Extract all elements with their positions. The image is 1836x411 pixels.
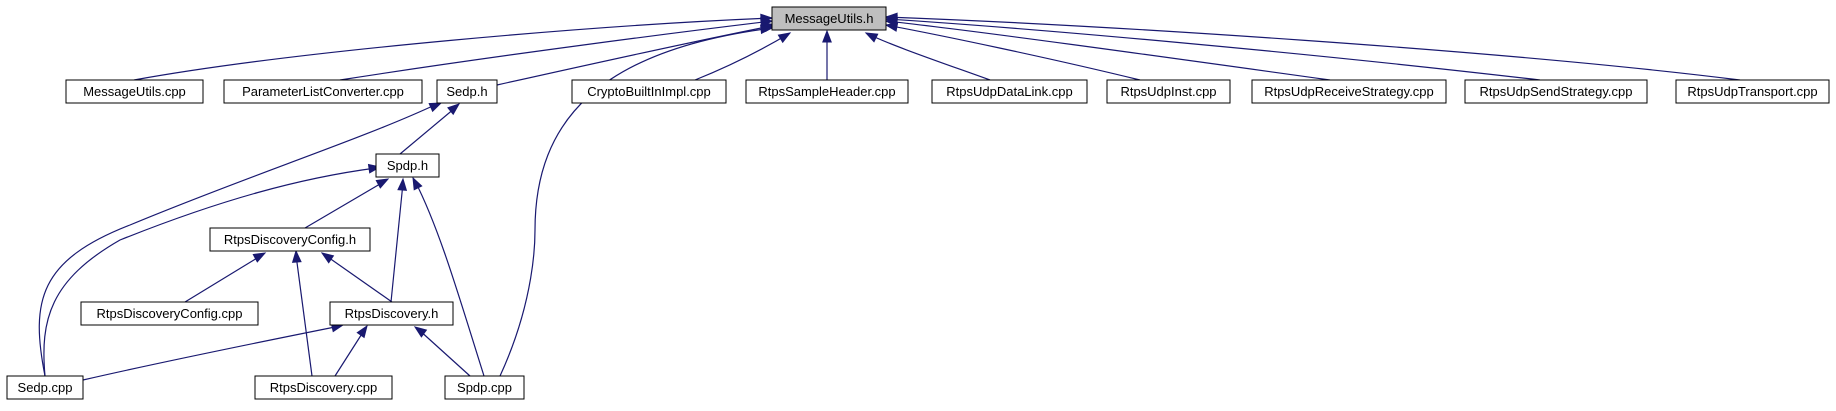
edge-messageutils-cpp: [133, 17, 773, 81]
edge-rtpsudpreceivestrategy-cpp: [885, 20, 1331, 81]
node-label: RtpsSampleHeader.cpp: [758, 84, 895, 99]
edge-rtpsdiscovery-h-spdp-h: [390, 182, 404, 303]
node-label: ParameterListConverter.cpp: [242, 84, 404, 99]
node-box: [436, 79, 498, 104]
edge-spdp-cpp-spdp-h-arrowhead: [412, 176, 423, 191]
edge-rtpsdiscoveryconfig-h-spdp-h-arrowhead: [375, 178, 390, 189]
node-label: RtpsUdpReceiveStrategy.cpp: [1264, 84, 1434, 99]
node-box: [1106, 79, 1231, 104]
edge-spdp-cpp-root: [499, 27, 773, 377]
node-messageutils-cpp[interactable]: MessageUtils.cpp: [65, 79, 204, 104]
node-label: CryptoBuiltInImpl.cpp: [587, 84, 711, 99]
graph-edges: [38, 12, 1741, 381]
node-label: MessageUtils.cpp: [83, 84, 186, 99]
node-label: RtpsDiscoveryConfig.h: [224, 232, 356, 247]
graph-nodes: MessageUtils.h MessageUtils.cpp Paramete…: [6, 6, 1830, 400]
edge-rtpsdiscoveryconfig-h-spdp-h: [304, 180, 386, 229]
edge-cryptobuiltinimpl-cpp-arrowhead: [777, 32, 792, 44]
edge-rtpsudpdatalink-cpp-arrowhead: [864, 32, 879, 43]
node-rtpsudpinst-cpp[interactable]: RtpsUdpInst.cpp: [1106, 79, 1231, 104]
node-rtpsdiscoveryconfig-h[interactable]: RtpsDiscoveryConfig.h: [209, 227, 371, 252]
node-parameterlistconverter-cpp[interactable]: ParameterListConverter.cpp: [223, 79, 423, 104]
edge-spdp-cpp-spdp-h: [414, 180, 485, 377]
node-box: [1675, 79, 1830, 104]
node-messageutils-h[interactable]: MessageUtils.h: [771, 6, 887, 31]
node-box: [571, 79, 727, 104]
edge-spdp-h-sedp-h: [399, 107, 456, 155]
edge-rtpssampleheader-cpp-arrowhead: [822, 29, 832, 43]
node-label: Sedp.h: [446, 84, 487, 99]
node-label: RtpsUdpTransport.cpp: [1687, 84, 1817, 99]
edge-sedp-h: [496, 24, 777, 86]
edge-rtpsdiscovery-cpp-cfg-arrowhead: [291, 249, 302, 263]
node-spdp-cpp[interactable]: Spdp.cpp: [444, 375, 525, 400]
edge-spdp-cpp-root-arrowhead: [760, 24, 774, 35]
edge-rtpsdiscovery-h-spdp-h-arrowhead: [397, 177, 408, 191]
node-label: RtpsDiscoveryConfig.cpp: [97, 306, 243, 321]
node-rtpsudpdatalink-cpp[interactable]: RtpsUdpDataLink.cpp: [931, 79, 1088, 104]
node-box: [209, 227, 371, 252]
edge-sedp-cpp-rtpsdiscovery-h: [82, 325, 341, 381]
node-box: [80, 301, 259, 326]
edge-rtpsdiscovery-cpp-cfg: [295, 254, 313, 377]
edge-rtpsdiscoveryconfig-cpp-cfg-arrowhead: [252, 252, 267, 263]
node-label: MessageUtils.h: [785, 11, 874, 26]
node-rtpsudpsendstrategy-cpp[interactable]: RtpsUdpSendStrategy.cpp: [1464, 79, 1648, 104]
edge-sedp-cpp-sedp-h: [38, 103, 438, 377]
edge-rtpsudptransport-cpp-arrowhead: [884, 12, 898, 23]
node-label: Sedp.cpp: [18, 380, 73, 395]
node-box: [1464, 79, 1648, 104]
edge-rtpsudpsendstrategy-cpp: [885, 18, 1541, 81]
edge-rtpsudptransport-cpp: [885, 16, 1741, 81]
edge-rtpsudpdatalink-cpp: [865, 32, 991, 81]
node-box: [6, 375, 84, 400]
node-label: RtpsUdpInst.cpp: [1120, 84, 1216, 99]
node-sedp-cpp[interactable]: Sedp.cpp: [6, 375, 84, 400]
node-rtpssampleheader-cpp[interactable]: RtpsSampleHeader.cpp: [745, 79, 909, 104]
node-box: [223, 79, 423, 104]
node-box: [745, 79, 909, 104]
node-label: Spdp.h: [387, 158, 428, 173]
node-rtpsdiscovery-h[interactable]: RtpsDiscovery.h: [329, 301, 454, 326]
node-label: Spdp.cpp: [457, 380, 512, 395]
node-rtpsudpreceivestrategy-cpp[interactable]: RtpsUdpReceiveStrategy.cpp: [1251, 79, 1447, 104]
node-rtpsdiscovery-cpp[interactable]: RtpsDiscovery.cpp: [254, 375, 393, 400]
node-label: RtpsDiscovery.cpp: [270, 380, 377, 395]
node-label: RtpsUdpSendStrategy.cpp: [1480, 84, 1633, 99]
node-box: [65, 79, 204, 104]
edge-rtpsudpinst-cpp: [885, 24, 1141, 81]
node-box: [444, 375, 525, 400]
node-box: [931, 79, 1088, 104]
edge-rtpsdiscovery-cpp-disc-h: [334, 328, 366, 377]
node-box: [254, 375, 393, 400]
edge-sedp-cpp-sedp-h-arrowhead: [428, 102, 443, 113]
edge-rtpsdiscovery-cpp-disc-h-arrowhead: [356, 324, 368, 339]
edge-sedp-cpp-spdp-h: [43, 167, 377, 377]
node-label: RtpsDiscovery.h: [345, 306, 439, 321]
edge-parameterlistconverter-cpp: [339, 20, 773, 81]
node-cryptobuiltinimpl-cpp[interactable]: CryptoBuiltInImpl.cpp: [571, 79, 727, 104]
node-box: [771, 6, 887, 31]
node-sedp-h[interactable]: Sedp.h: [436, 79, 498, 104]
node-spdp-h[interactable]: Spdp.h: [375, 153, 440, 178]
edge-rtpsdiscoveryconfig-cpp-cfg: [184, 254, 263, 303]
node-rtpsdiscoveryconfig-cpp[interactable]: RtpsDiscoveryConfig.cpp: [80, 301, 259, 326]
edge-cryptobuiltinimpl-cpp: [694, 32, 791, 81]
node-rtpsudptransport-cpp[interactable]: RtpsUdpTransport.cpp: [1675, 79, 1830, 104]
node-box: [1251, 79, 1447, 104]
node-label: RtpsUdpDataLink.cpp: [946, 84, 1072, 99]
edge-rtpsdiscovery-h-cfg-arrowhead: [320, 252, 335, 264]
edge-spdp-cpp-rtpsdiscovery-h: [417, 328, 471, 377]
node-box: [329, 301, 454, 326]
edge-spdp-h-sedp-h-arrowhead: [447, 103, 461, 116]
edge-spdp-cpp-rtpsdiscovery-h-arrowhead: [413, 326, 428, 338]
edge-rtpsdiscovery-h-cfg: [324, 254, 393, 303]
node-box: [375, 153, 440, 178]
